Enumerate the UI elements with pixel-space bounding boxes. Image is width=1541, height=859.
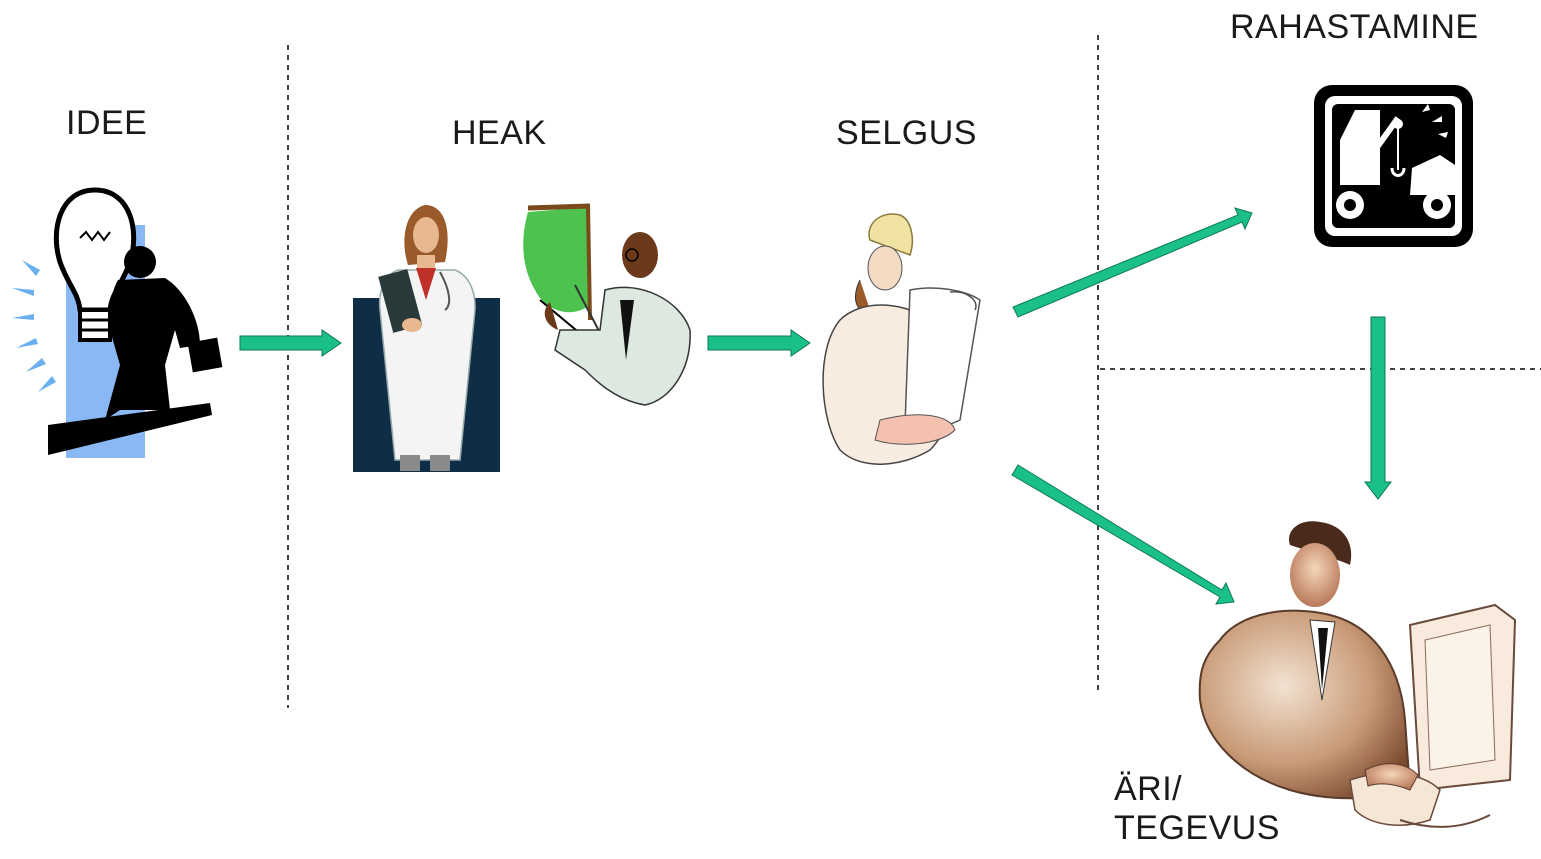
stage-label-selgus: SELGUS bbox=[836, 114, 977, 152]
arrow-rahastamine-to-ari bbox=[1363, 316, 1393, 500]
arrow-selgus-to-rahastamine bbox=[1012, 207, 1253, 318]
businessman-at-computer-icon bbox=[1198, 521, 1517, 828]
arrow-heak-to-selgus bbox=[707, 329, 811, 357]
lightbulb-businessman-icon bbox=[12, 187, 223, 458]
doctor-with-clipboard-icon bbox=[353, 205, 500, 472]
stage-label-ari-line2: TEGEVUS bbox=[1114, 809, 1280, 848]
presenter-with-pointer-icon bbox=[523, 203, 691, 406]
tow-truck-icon bbox=[1314, 85, 1473, 247]
engineer-with-blueprints-icon bbox=[822, 213, 981, 465]
stage-label-heak: HEAK bbox=[452, 114, 547, 152]
stage-label-rahastamine: RAHASTAMINE bbox=[1230, 8, 1479, 46]
stage-label-ari-line1: ÄRI/ bbox=[1114, 770, 1183, 808]
arrow-idee-to-heak bbox=[239, 329, 342, 357]
arrow-selgus-to-ari bbox=[1011, 464, 1235, 605]
stage-label-ari-tegevus: ÄRI/ TEGEVUS bbox=[1114, 770, 1280, 848]
stage-label-idee: IDEE bbox=[66, 104, 148, 142]
